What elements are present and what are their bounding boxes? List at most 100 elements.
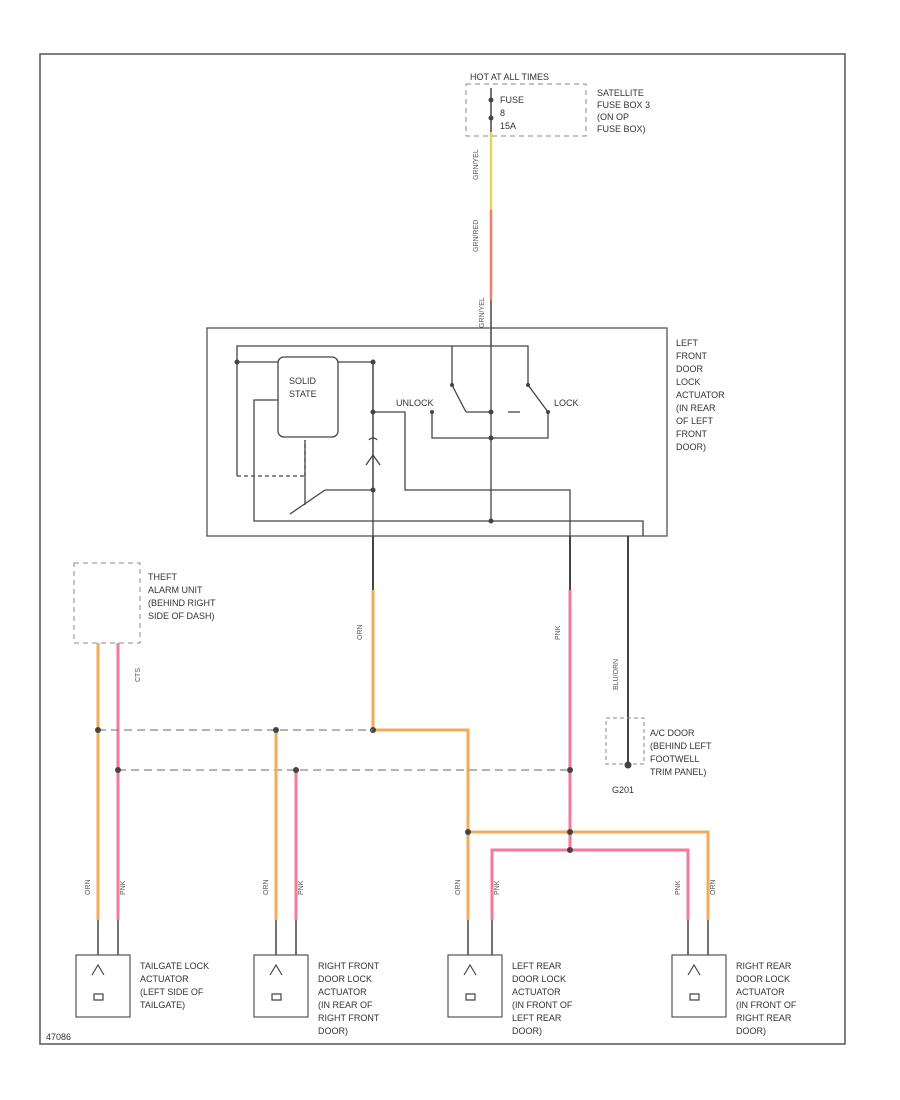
left-front-actuator-line-9: DOOR)	[676, 442, 706, 452]
junction-dot	[567, 829, 573, 835]
right-rear-actuator-line-1: RIGHT REAR	[736, 961, 792, 971]
actuator-output-wires: ORN PNK BLU/ORN	[357, 536, 710, 920]
theft-alarm-outline	[73, 562, 141, 644]
left-rear-actuator-line-4: (IN FRONT OF	[512, 1000, 573, 1010]
motor-symbol-icon	[365, 437, 381, 466]
left-front-actuator-line-5: ACTUATOR	[676, 390, 725, 400]
theft-wire-label: CTS	[135, 668, 142, 682]
left-front-actuator-line-6: (IN REAR	[676, 403, 716, 413]
junction-dot	[273, 727, 279, 733]
junction-dot	[115, 767, 121, 773]
satellite-fuse-box-line-3: (ON OP	[597, 112, 629, 122]
ground-desc-line-2: (BEHIND LEFT	[650, 741, 712, 751]
right-rear-actuator: RIGHT REAR DOOR LOCK ACTUATOR (IN FRONT …	[671, 920, 797, 1036]
left-rear-actuator-line-5: LEFT REAR	[512, 1013, 562, 1023]
rf-pnk-label: PNK	[298, 880, 305, 895]
right-front-actuator-line-3: ACTUATOR	[318, 987, 367, 997]
right-front-actuator-box	[253, 954, 309, 1018]
solid-state-line-1: SOLID	[289, 376, 317, 386]
junction-dot	[95, 727, 101, 733]
fuse-label-2: 8	[500, 108, 505, 118]
actuator-internal-wiring	[236, 345, 644, 536]
junction-dot	[488, 435, 494, 441]
left-rear-actuator: LEFT REAR DOOR LOCK ACTUATOR (IN FRONT O…	[447, 920, 573, 1036]
left-front-actuator-outline	[206, 327, 668, 537]
junction-dot	[488, 409, 494, 415]
right-front-wires	[273, 727, 299, 920]
junction-dot	[567, 767, 573, 773]
tailgate-pnk-label: PNK	[120, 880, 127, 895]
left-rear-actuator-box	[447, 954, 503, 1018]
theft-alarm-line-1: THEFT	[148, 572, 177, 582]
tailgate-actuator-line-2: ACTUATOR	[140, 974, 189, 984]
left-front-actuator-line-8: FRONT	[676, 429, 707, 439]
right-front-actuator-line-5: RIGHT FRONT	[318, 1013, 380, 1023]
tailgate-actuator: TAILGATE LOCK ACTUATOR (LEFT SIDE OF TAI…	[75, 920, 209, 1018]
actuator-top-wire-label: GRN/YEL	[479, 297, 486, 328]
fuse-box-outline	[465, 83, 587, 137]
left-rear-actuator-line-6: DOOR)	[512, 1026, 542, 1036]
tailgate-orn-label: ORN	[85, 879, 92, 895]
lr-orn-label: ORN	[455, 879, 462, 895]
fuse-wire-upper-label: GRN/YEL	[473, 149, 480, 180]
right-front-actuator-line-1: RIGHT FRONT	[318, 961, 380, 971]
junction-dot	[293, 767, 299, 773]
left-rear-actuator-line-1: LEFT REAR	[512, 961, 562, 971]
right-rear-actuator-line-3: ACTUATOR	[736, 987, 785, 997]
ground-desc-line-1: A/C DOOR	[650, 728, 695, 738]
theft-alarm-section: THEFT ALARM UNIT (BEHIND RIGHT SIDE OF D…	[73, 562, 570, 920]
fuse-terminal-bottom	[488, 115, 494, 121]
unlock-switch-label: UNLOCK	[396, 398, 434, 408]
right-front-actuator-line-4: (IN REAR OF	[318, 1000, 373, 1010]
ground-terminal	[624, 761, 632, 769]
left-rear-actuator-line-2: DOOR LOCK	[512, 974, 566, 984]
lock-switch-label: LOCK	[554, 398, 579, 408]
left-front-actuator-section: LEFT FRONT DOOR LOCK ACTUATOR (IN REAR O…	[206, 327, 725, 537]
figure-id: 47086	[46, 1032, 71, 1042]
junction-dot	[488, 518, 494, 524]
switch-contact	[526, 383, 530, 387]
right-rear-actuator-box	[671, 954, 727, 1018]
left-front-actuator-line-7: OF LEFT	[676, 416, 714, 426]
diagram-frame	[39, 53, 846, 1045]
junction-dot	[567, 847, 573, 853]
lr-pnk-label: PNK	[494, 880, 501, 895]
tailgate-actuator-line-4: TAILGATE)	[140, 1000, 185, 1010]
rr-orn-label: ORN	[710, 879, 717, 895]
tailgate-actuator-line-3: (LEFT SIDE OF	[140, 987, 204, 997]
right-front-actuator-line-2: DOOR LOCK	[318, 974, 372, 984]
junction-dot	[465, 829, 471, 835]
ground-wire-label: BLU/ORN	[613, 659, 620, 690]
ground-id-label: G201	[612, 785, 634, 795]
right-rear-actuator-line-5: RIGHT REAR	[736, 1013, 792, 1023]
fuse-label-1: FUSE	[500, 95, 524, 105]
tailgate-actuator-box	[75, 954, 131, 1018]
theft-alarm-line-4: SIDE OF DASH)	[148, 611, 215, 621]
junction-dot	[370, 359, 376, 365]
motor-symbol-icon	[269, 963, 283, 1001]
ground-desc-line-3: FOOTWELL	[650, 754, 700, 764]
satellite-fuse-box-line-1: SATELLITE	[597, 88, 644, 98]
satellite-fuse-box-line-2: FUSE BOX 3	[597, 100, 650, 110]
motor-symbol-icon	[687, 963, 701, 1001]
left-rear-actuator-line-3: ACTUATOR	[512, 987, 561, 997]
right-rear-actuator-line-4: (IN FRONT OF	[736, 1000, 797, 1010]
ground-connector-outline	[605, 717, 645, 765]
right-output-wire-label: PNK	[555, 625, 562, 640]
right-front-actuator-line-6: DOOR)	[318, 1026, 348, 1036]
motor-symbol-icon	[91, 963, 105, 1001]
left-front-actuator-line-2: FRONT	[676, 351, 707, 361]
ground-desc-line-4: TRIM PANEL)	[650, 767, 706, 777]
rf-orn-label: ORN	[263, 879, 270, 895]
theft-alarm-line-3: (BEHIND RIGHT	[148, 598, 216, 608]
fuse-label-3: 15A	[500, 121, 516, 131]
satellite-fuse-box-line-4: FUSE BOX)	[597, 124, 646, 134]
fuse-terminal-top	[488, 97, 494, 103]
switch-contact	[546, 410, 550, 414]
motor-symbol-icon	[463, 963, 477, 1001]
left-output-wire-label: ORN	[357, 624, 364, 640]
switch-contact	[450, 383, 454, 387]
right-front-actuator: RIGHT FRONT DOOR LOCK ACTUATOR (IN REAR …	[253, 920, 380, 1036]
junction-dot	[234, 359, 240, 365]
